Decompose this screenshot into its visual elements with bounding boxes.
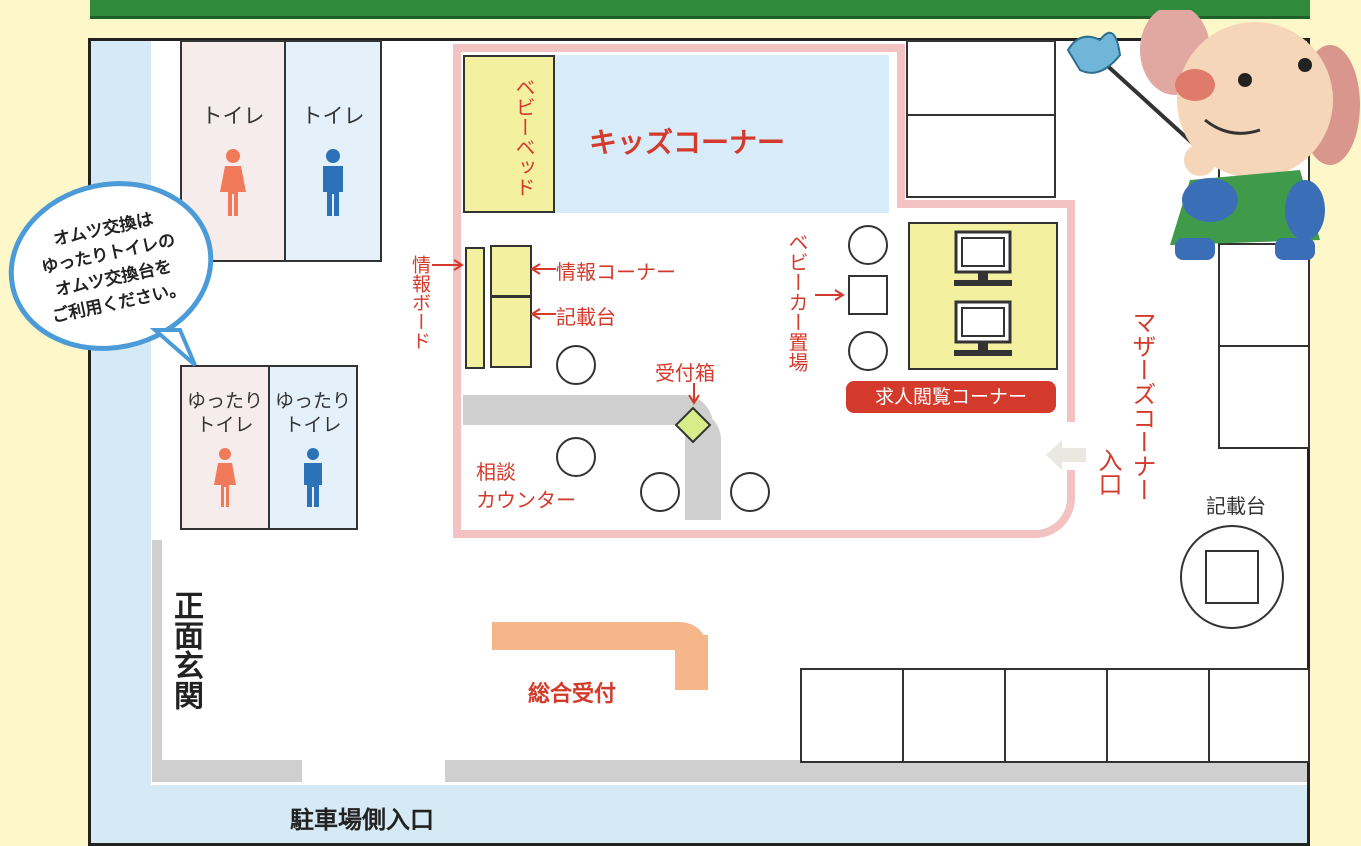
bubble-tail bbox=[150, 328, 197, 367]
entrance-label: 入口 bbox=[1094, 448, 1122, 496]
chair bbox=[556, 437, 596, 477]
room-box bbox=[906, 40, 1056, 116]
mothers-corner-boundary bbox=[453, 530, 1033, 538]
room-box bbox=[902, 668, 1006, 763]
general-reception-counter bbox=[675, 635, 708, 690]
entrance-arrow-icon bbox=[1046, 440, 1086, 470]
baby-bed-label: ベビーベッド bbox=[512, 77, 536, 197]
general-reception-label: 総合受付 bbox=[528, 682, 617, 707]
toilet-men: トイレ bbox=[284, 40, 382, 262]
consult-label-line: カウンター bbox=[476, 488, 576, 512]
accessible-toilet-men: ゆったり トイレ bbox=[268, 365, 358, 530]
chair bbox=[556, 345, 596, 385]
yuttari-toilet-label: ゆったり トイレ bbox=[186, 390, 263, 436]
wall-segment bbox=[445, 760, 1307, 782]
kids-corner: キッズコーナー bbox=[555, 55, 889, 213]
dog-mascot-icon bbox=[1066, 10, 1360, 260]
wall-segment bbox=[152, 760, 302, 782]
room-box bbox=[1208, 668, 1310, 763]
stroller-parking-label: ベビーカー置場 bbox=[785, 232, 809, 372]
mothers-corner-boundary bbox=[453, 44, 905, 204]
male-icon bbox=[323, 149, 343, 216]
consult-label-line: 相談 bbox=[476, 460, 516, 484]
mothers-corner-boundary bbox=[1067, 200, 1075, 422]
arrow-right-icon bbox=[432, 259, 464, 271]
baby-bed: ベビーベッド bbox=[463, 55, 555, 213]
room-box bbox=[1218, 345, 1310, 449]
chair bbox=[848, 331, 888, 371]
general-reception-counter bbox=[492, 622, 708, 650]
writing-desk-square bbox=[1205, 550, 1259, 604]
arrow-right-icon bbox=[815, 289, 845, 301]
kids-corner-label: キッズコーナー bbox=[589, 126, 786, 159]
wall-segment bbox=[152, 540, 162, 782]
arrow-left-icon bbox=[530, 308, 556, 320]
computer-icon bbox=[954, 300, 1012, 356]
room-box bbox=[906, 114, 1056, 198]
toilet-label: トイレ bbox=[201, 104, 265, 128]
main-entrance-label: 正面玄関 bbox=[168, 590, 203, 710]
female-icon bbox=[214, 448, 236, 507]
room-box bbox=[1218, 243, 1310, 347]
writing-desk bbox=[490, 296, 532, 368]
left-corridor bbox=[91, 41, 151, 801]
toilet-label: トイレ bbox=[301, 104, 365, 128]
bottom-corridor bbox=[91, 785, 1307, 843]
room-box bbox=[800, 668, 904, 763]
mothers-corner-boundary bbox=[1025, 470, 1075, 538]
chair bbox=[640, 472, 680, 512]
info-corner-label: 情報コーナー bbox=[556, 260, 676, 284]
room-box bbox=[1106, 668, 1210, 763]
mothers-corner-boundary bbox=[897, 200, 1075, 208]
writing-desk-label: 記載台 bbox=[556, 305, 616, 329]
info-board-label: 情報ボード bbox=[409, 255, 431, 350]
mothers-corner-boundary bbox=[453, 200, 461, 538]
info-board bbox=[465, 247, 485, 369]
job-search-corner-label: 求人閲覧コーナー bbox=[846, 381, 1056, 413]
header-band bbox=[90, 0, 1310, 19]
arrow-left-icon bbox=[530, 263, 556, 275]
male-icon bbox=[304, 448, 322, 507]
job-search-terminals bbox=[908, 222, 1058, 370]
chair bbox=[730, 472, 770, 512]
arrow-down-icon bbox=[688, 383, 700, 405]
consult-counter bbox=[463, 395, 713, 425]
female-icon bbox=[220, 149, 246, 216]
accessible-toilet-women: ゆったり トイレ bbox=[180, 365, 270, 530]
info-corner bbox=[490, 245, 532, 297]
reception-box-label: 受付箱 bbox=[655, 361, 715, 385]
consult-counter-label: 相談 カウンター bbox=[476, 458, 576, 514]
room-box bbox=[1004, 668, 1108, 763]
yuttari-toilet-label: ゆったり トイレ bbox=[274, 390, 351, 436]
chair bbox=[848, 225, 888, 265]
toilet-women: トイレ bbox=[180, 40, 286, 262]
stroller-parking bbox=[848, 275, 888, 315]
mothers-corner-label: マザーズコーナー bbox=[1128, 310, 1156, 502]
parking-entrance-label: 駐車場側入口 bbox=[290, 806, 434, 834]
writing-desk-right-label: 記載台 bbox=[1206, 494, 1266, 518]
computer-icon bbox=[954, 230, 1012, 286]
